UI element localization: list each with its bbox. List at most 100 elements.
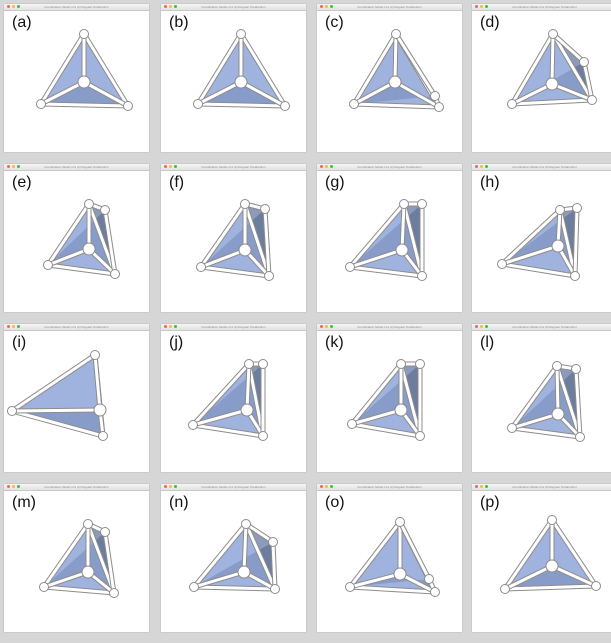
edge-rod — [244, 524, 246, 572]
vertex-ball — [556, 206, 565, 215]
vertex-ball — [389, 76, 401, 88]
vertex-ball — [392, 30, 401, 39]
viewer-window[interactable]: Coordination Model of a (4) Regular Tetr… — [317, 164, 462, 312]
viewer-window[interactable]: Coordination Model of a (4) Regular Tetr… — [472, 484, 611, 632]
edge-rod — [557, 366, 558, 414]
tetrahedron-model — [317, 4, 462, 152]
vertex-ball — [259, 360, 268, 369]
vertex-ball — [431, 588, 440, 597]
viewer-window[interactable]: Coordination Model of a (4) Regular Tetr… — [161, 484, 306, 632]
vertex-ball — [572, 365, 581, 374]
vertex-ball — [8, 407, 17, 416]
vertex-ball — [265, 272, 274, 281]
viewer-window[interactable]: Coordination Model of a (4) Regular Tetr… — [4, 164, 149, 312]
edge-rod — [402, 204, 404, 250]
vertex-ball — [235, 76, 247, 88]
viewer-window[interactable]: Coordination Model of a (4) Regular Tetr… — [472, 164, 611, 312]
vertex-ball — [124, 102, 133, 111]
vertex-ball — [94, 404, 106, 416]
vertex-ball — [91, 351, 100, 360]
tetrahedron-model — [161, 484, 306, 632]
vertex-ball — [40, 583, 49, 592]
vertex-ball — [396, 518, 405, 527]
vertex-ball — [394, 568, 406, 580]
vertex-ball — [101, 528, 110, 537]
edge-rod — [273, 542, 275, 589]
viewer-window[interactable]: Coordination Model of a (4) Regular Tetr… — [472, 4, 611, 152]
edge-rod — [194, 587, 275, 589]
viewer-window[interactable]: Coordination Model of a (4) Regular Tetr… — [161, 164, 306, 312]
vertex-ball — [553, 362, 562, 371]
tetrahedron-model — [161, 324, 306, 472]
vertex-ball — [548, 516, 557, 525]
vertex-ball — [110, 589, 119, 598]
vertex-ball — [190, 583, 199, 592]
vertex-ball — [416, 360, 425, 369]
vertex-ball — [552, 408, 564, 420]
vertex-ball — [346, 583, 355, 592]
edge-rod — [575, 208, 577, 276]
vertex-ball — [239, 244, 251, 256]
vertex-ball — [194, 100, 203, 109]
vertex-ball — [238, 566, 250, 578]
vertex-ball — [80, 30, 89, 39]
viewer-window[interactable]: Coordination Model of a (4) Regular Tetr… — [4, 324, 149, 472]
vertex-ball — [241, 200, 250, 209]
vertex-ball — [396, 244, 408, 256]
vertex-ball — [576, 433, 585, 442]
vertex-ball — [271, 585, 280, 594]
vertex-ball — [571, 272, 580, 281]
viewer-window[interactable]: Coordination Model of a (4) Regular Tetr… — [317, 484, 462, 632]
tetrahedron-model — [472, 484, 611, 632]
vertex-ball — [395, 404, 407, 416]
vertex-ball — [242, 520, 251, 529]
viewer-window[interactable]: Coordination Model of a (4) Regular Tetr… — [4, 484, 149, 632]
tetrahedron-model — [4, 164, 149, 312]
vertex-ball — [418, 200, 427, 209]
vertex-ball — [189, 421, 198, 430]
tetrahedron-model — [4, 484, 149, 632]
vertex-ball — [99, 432, 108, 441]
vertex-ball — [508, 100, 517, 109]
tetrahedron-model — [472, 164, 611, 312]
vertex-ball — [259, 432, 268, 441]
vertex-ball — [350, 100, 359, 109]
vertex-ball — [418, 272, 427, 281]
edge-rod — [552, 34, 553, 84]
edge-rod — [12, 410, 100, 411]
tetrahedron-model — [161, 4, 306, 152]
tetrahedron-model — [4, 4, 149, 152]
viewer-window[interactable]: Coordination Model of a (4) Regular Tetr… — [317, 4, 462, 152]
tetrahedron-model — [4, 324, 149, 472]
viewer-window[interactable]: Coordination Model of a (4) Regular Tetr… — [317, 324, 462, 472]
vertex-ball — [44, 261, 53, 270]
vertex-ball — [508, 424, 517, 433]
vertex-ball — [592, 582, 601, 591]
viewer-window[interactable]: Coordination Model of a (4) Regular Tetr… — [4, 4, 149, 152]
vertex-ball — [588, 96, 597, 105]
vertex-ball — [431, 92, 440, 101]
vertex-ball — [549, 30, 558, 39]
vertex-ball — [546, 560, 558, 572]
vertex-ball — [78, 76, 90, 88]
tetrahedron-model — [472, 324, 611, 472]
viewer-window[interactable]: Coordination Model of a (4) Regular Tetr… — [161, 4, 306, 152]
vertex-ball — [348, 420, 357, 429]
vertex-ball — [85, 200, 94, 209]
vertex-ball — [261, 205, 270, 214]
vertex-ball — [101, 206, 110, 215]
vertex-ball — [83, 243, 95, 255]
viewer-window[interactable]: Coordination Model of a (4) Regular Tetr… — [161, 324, 306, 472]
edge-rod — [247, 364, 249, 410]
vertex-ball — [245, 360, 254, 369]
vertex-ball — [346, 263, 355, 272]
vertex-ball — [82, 566, 94, 578]
viewer-window[interactable]: Coordination Model of a (4) Regular Tetr… — [472, 324, 611, 472]
vertex-ball — [580, 58, 589, 67]
tetrahedron-model — [317, 324, 462, 472]
vertex-ball — [435, 103, 444, 112]
edge-rod — [395, 34, 396, 82]
tetrahedron-model — [317, 484, 462, 632]
tetrahedron-model — [317, 164, 462, 312]
vertex-ball — [400, 200, 409, 209]
